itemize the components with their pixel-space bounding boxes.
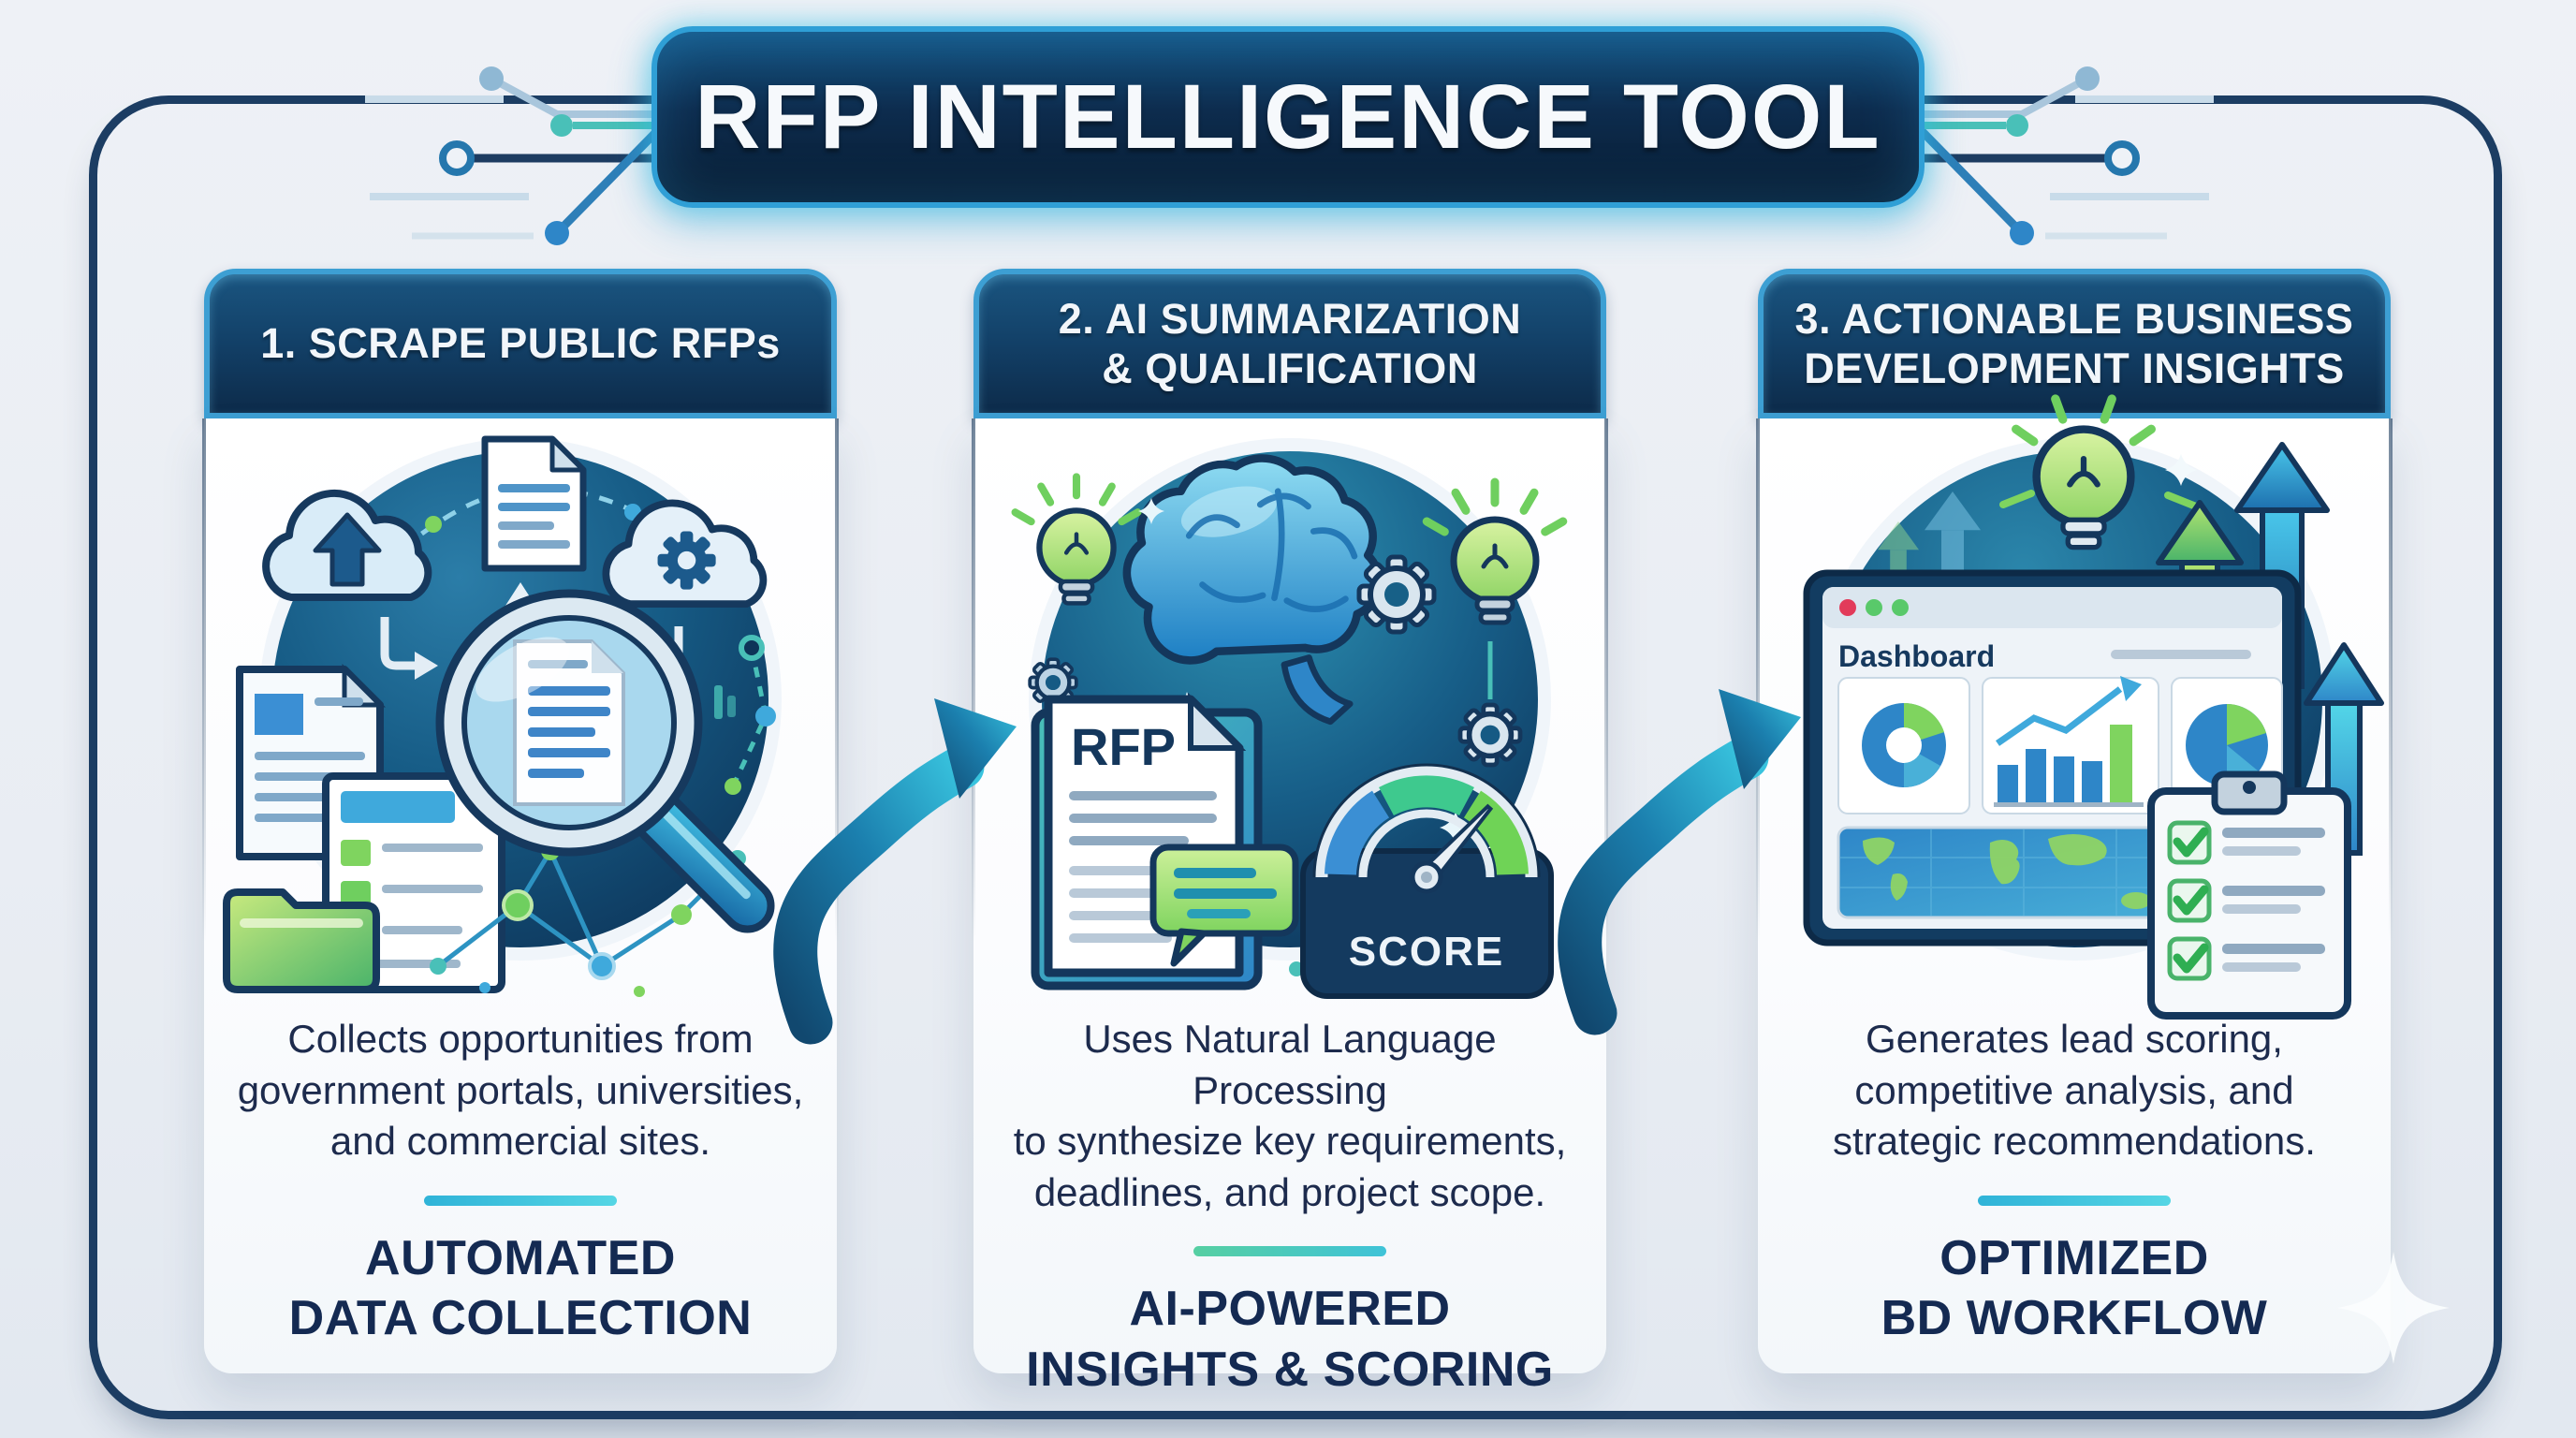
- brain-icon: [1122, 454, 1383, 726]
- gear-icon: [657, 531, 716, 590]
- checklist-rows: [2167, 820, 2325, 981]
- card-edge: [1756, 418, 1760, 943]
- step3-header-line1: 3. ACTIONABLE BUSINESS: [1794, 294, 2354, 343]
- lightbulb-icon: [2012, 394, 2156, 550]
- step1-header-line1: 1. SCRAPE PUBLIC RFPs: [260, 319, 781, 368]
- dashboard-label: Dashboard: [1838, 639, 1995, 673]
- rfp-document-icon: RFP: [1031, 692, 1299, 990]
- window-dot-green: [1892, 599, 1909, 616]
- circuit-traces-right-icon: [1849, 66, 2214, 245]
- accent-divider: [1978, 1195, 2171, 1206]
- page-title: RFP INTELLIGENCE TOOL: [695, 66, 1881, 168]
- step2-header-line1: 2. AI SUMMARIZATION: [1058, 294, 1522, 343]
- card-edge: [2389, 418, 2393, 943]
- sparkle-icon: [2337, 1252, 2450, 1364]
- step3-description: Generates lead scoring, competitive anal…: [1833, 1017, 2316, 1164]
- rfp-label: RFP: [1071, 717, 1176, 776]
- accent-divider: [1193, 1246, 1386, 1257]
- step3-body: Dashboard: [1756, 394, 2393, 1373]
- window-dot-green: [1866, 599, 1882, 616]
- brain-stem: [1281, 654, 1354, 726]
- flow-arrow-icon: [773, 698, 1017, 1045]
- card-edge: [972, 418, 975, 943]
- step-card-scrape: 1. SCRAPE PUBLIC RFPs: [202, 269, 839, 1373]
- ai-illustration: RFP: [1011, 438, 1568, 999]
- folder-icon: [223, 888, 380, 993]
- step-card-insights: 3. ACTIONABLE BUSINESS DEVELOPMENT INSIG…: [1756, 269, 2393, 1373]
- accent-divider: [424, 1195, 617, 1206]
- insights-illustration: Dashboard: [1803, 394, 2384, 1020]
- card-edge: [1604, 418, 1608, 943]
- document-icon: [481, 435, 587, 572]
- clipboard-checklist-icon: [2147, 770, 2351, 1020]
- scrape-illustration: [223, 435, 782, 997]
- circuit-traces-left-icon: [365, 66, 730, 245]
- step1-body: Collects opportunities from government p…: [202, 418, 839, 1373]
- step2-body: RFP: [972, 418, 1608, 1397]
- window-dot-red: [1839, 599, 1856, 616]
- step-card-ai: 2. AI SUMMARIZATION & QUALIFICATION: [972, 269, 1608, 1397]
- bar-chart-icon: [1982, 676, 2159, 814]
- step1-description: Collects opportunities from government p…: [237, 1017, 804, 1164]
- card-edge: [835, 418, 839, 943]
- magnifier-icon: [435, 589, 775, 933]
- step2-footer: AI-POWERED INSIGHTS & SCORING: [1026, 1282, 1554, 1397]
- score-gauge-icon: SCORE: [1300, 763, 1554, 999]
- card-edge: [202, 418, 206, 943]
- step3-header: 3. ACTIONABLE BUSINESS DEVELOPMENT INSIG…: [1758, 269, 2391, 418]
- sparkle-icon: [2165, 454, 2197, 486]
- cloud-upload-icon: [262, 489, 432, 601]
- lightbulb-icon: [1011, 473, 1142, 606]
- donut-chart-icon: [1837, 677, 1970, 814]
- gear-icon: [1457, 702, 1523, 768]
- gear-icon: [1356, 554, 1437, 635]
- magnified-document: [513, 639, 625, 806]
- title-banner: RFP INTELLIGENCE TOOL: [651, 26, 1925, 208]
- gauge-label: SCORE: [1349, 929, 1504, 975]
- step3-footer: OPTIMIZED BD WORKFLOW: [1881, 1230, 2268, 1346]
- step2-description: Uses Natural Language Processing to synt…: [1013, 1017, 1567, 1214]
- step3-header-line2: DEVELOPMENT INSIGHTS: [1804, 345, 2345, 392]
- step1-footer: AUTOMATED DATA COLLECTION: [288, 1230, 753, 1346]
- step2-header-line2: & QUALIFICATION: [1102, 345, 1478, 392]
- flow-arrow-icon: [1558, 689, 1801, 1035]
- cloud-gear-icon: [602, 499, 768, 609]
- speech-bubble-icon: [1149, 844, 1299, 967]
- step1-header: 1. SCRAPE PUBLIC RFPs: [204, 269, 837, 418]
- step2-header: 2. AI SUMMARIZATION & QUALIFICATION: [973, 269, 1606, 418]
- lightbulb-icon: [1422, 477, 1568, 625]
